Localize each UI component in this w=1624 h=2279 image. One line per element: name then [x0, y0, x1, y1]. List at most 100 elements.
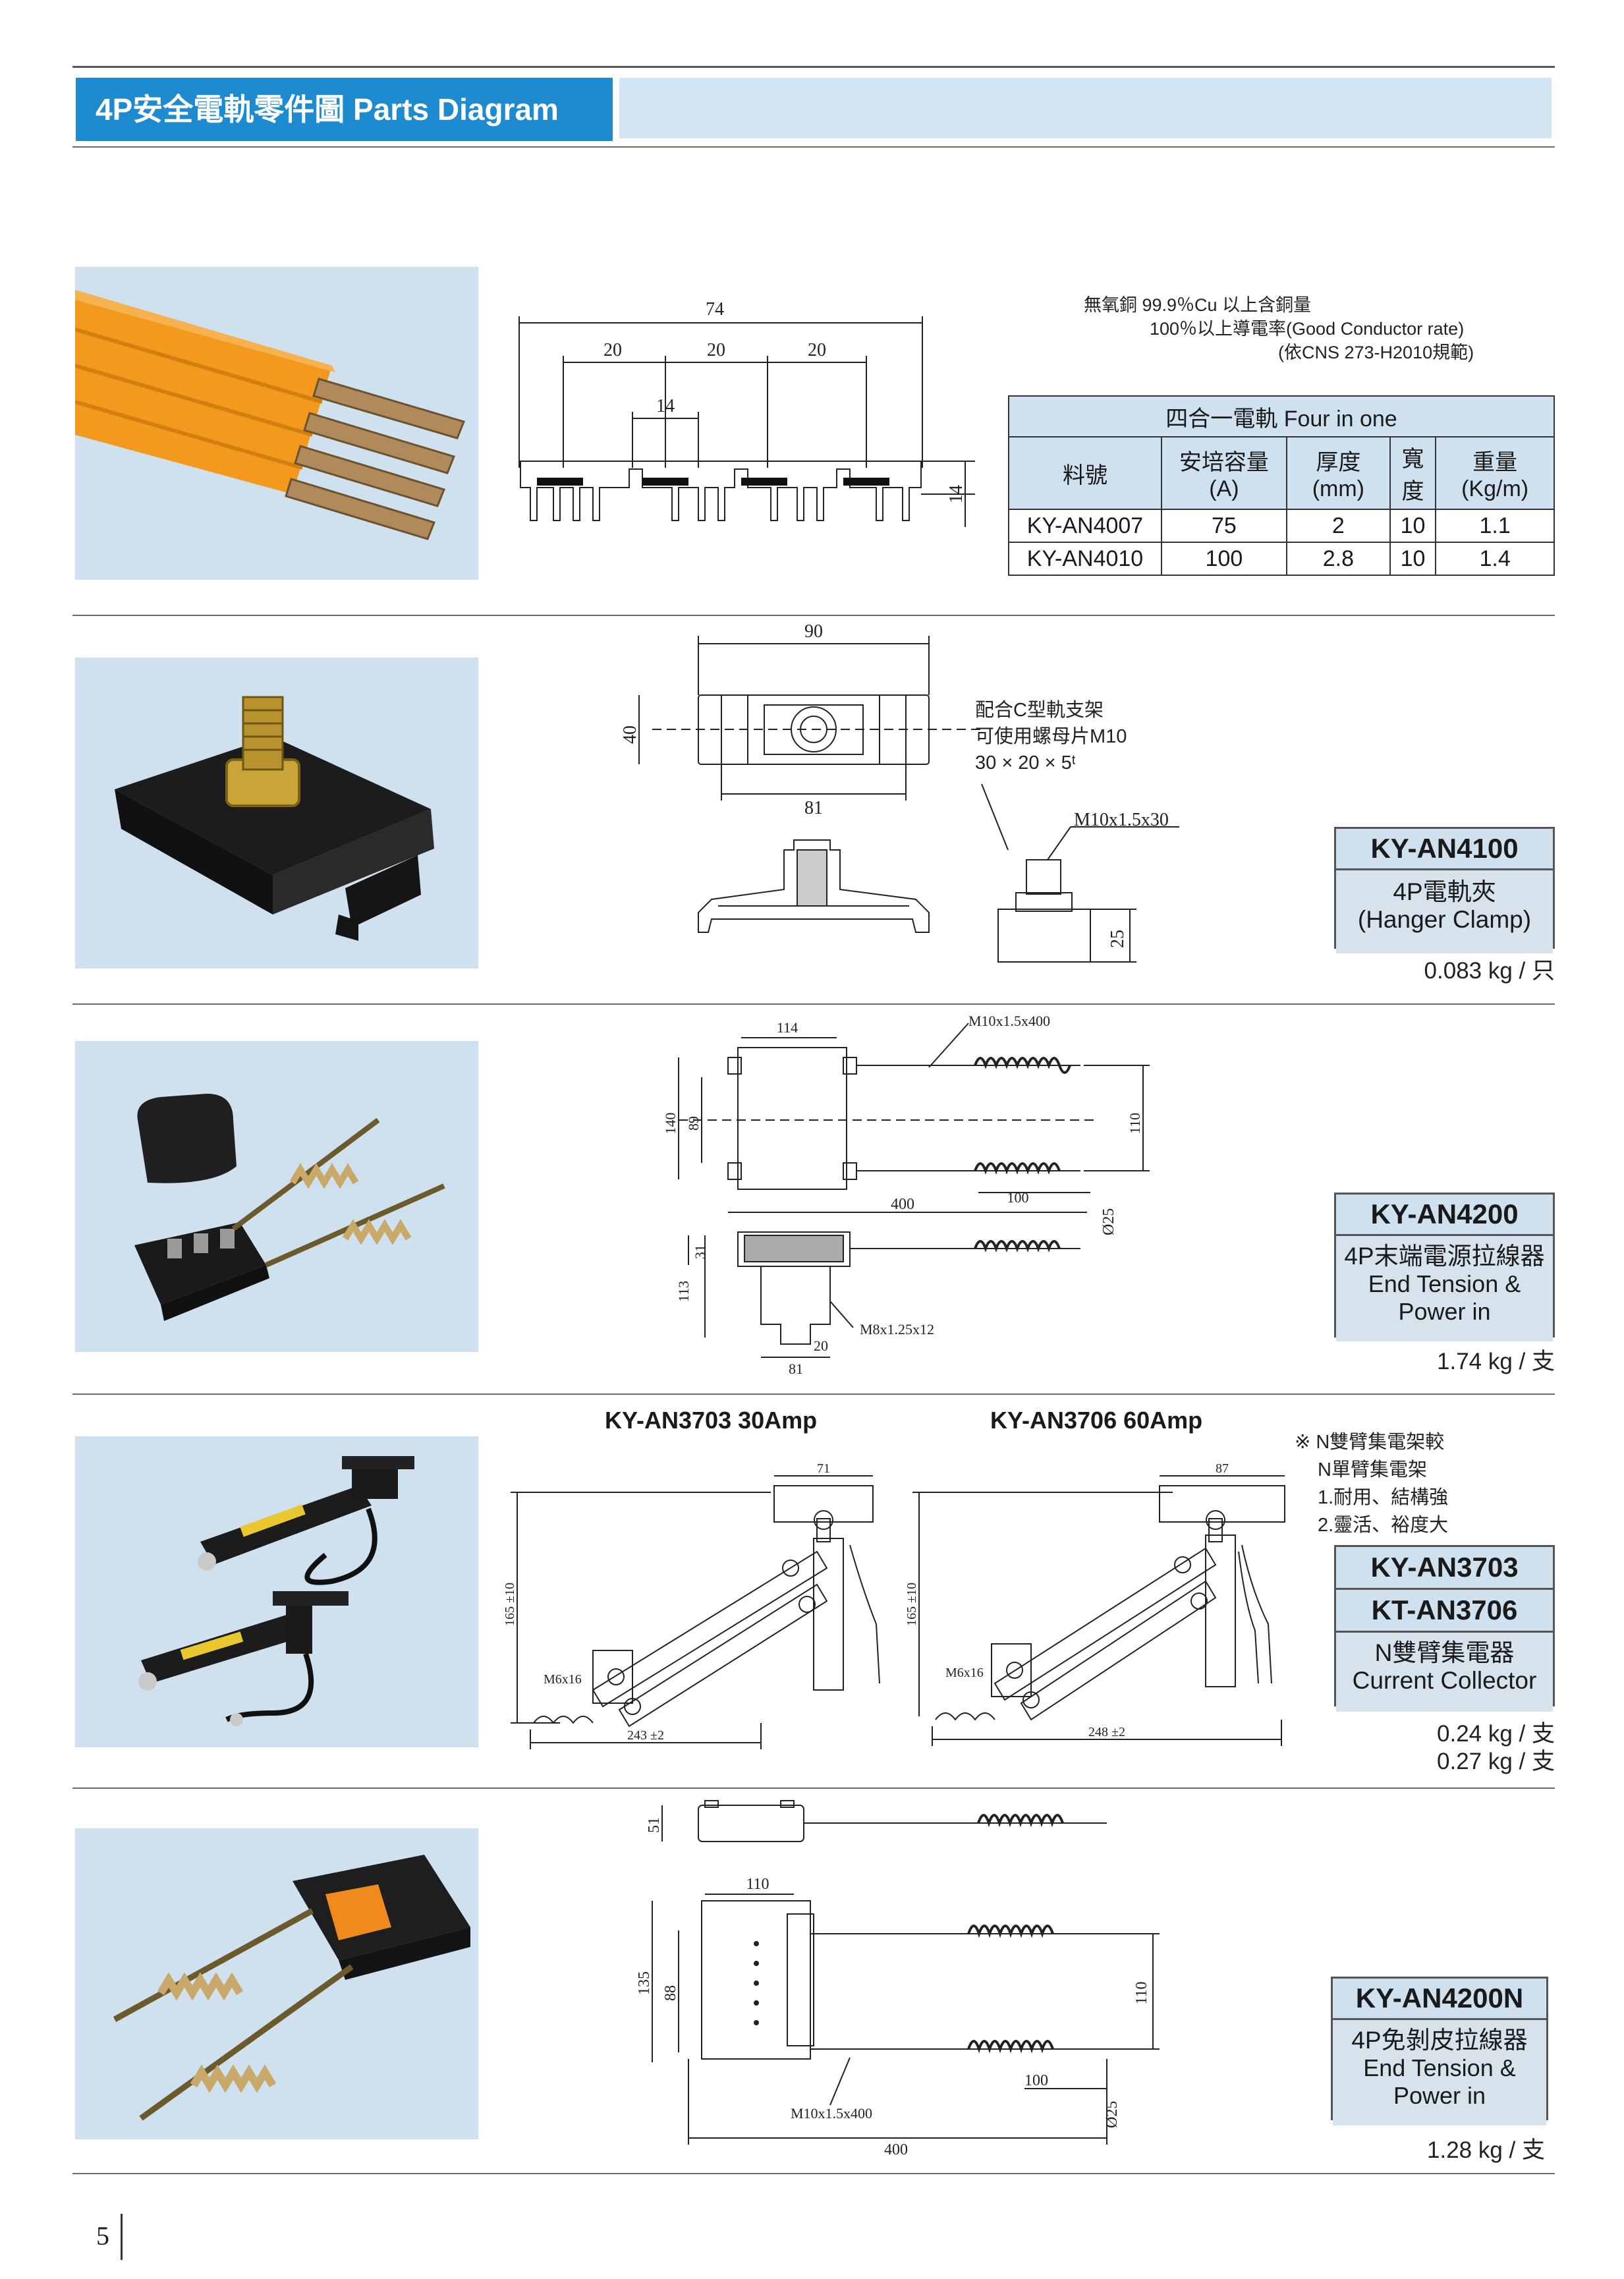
copper-note: 無氧銅 99.9％Cu 以上含銅量 100％以上導電率(Good Conduct…	[1084, 293, 1505, 364]
dim-bolt: M10x1.5x400	[791, 2105, 872, 2122]
dim-114: 114	[777, 1019, 798, 1036]
spec-header-weight: 重量 (Kg/m)	[1435, 436, 1555, 510]
clamp-note-3: 30 × 20 × 5ᵗ	[975, 752, 1077, 774]
copper-note-1: 無氧銅 99.9％Cu 以上含銅量	[1084, 295, 1312, 315]
dim-110: 110	[1127, 1113, 1143, 1134]
spec-table: 四合一電軌 Four in one 料號 安培容量 (A) 厚度 (mm) 寬度…	[1008, 395, 1555, 576]
hanger-clamp-photo	[75, 658, 478, 969]
dim-88: 88	[662, 1985, 679, 2001]
product-box-an4100: KY-AN4100 4P電軌夾 (Hanger Clamp)	[1334, 827, 1555, 953]
dim-m8: M8x1.25x12	[860, 1321, 934, 1337]
page-number: 5	[96, 2221, 109, 2251]
spec-header-amp: 安培容量 (A)	[1161, 436, 1287, 510]
collector-note-2: N單臂集電架	[1318, 1459, 1427, 1480]
model-caption-a: KY-AN3703 30Amp	[605, 1407, 818, 1434]
product-desc-line: Power in	[1398, 1298, 1491, 1325]
spec-header-thickness: 厚度 (mm)	[1285, 436, 1391, 510]
collector-note: ※ N雙臂集電架較 N單臂集電架 1.耐用、結構強 2.靈活、裕度大	[1295, 1428, 1448, 1539]
product-code: KY-AN4200	[1336, 1195, 1553, 1236]
clamp-note-2: 可使用螺母片M10	[975, 726, 1127, 747]
product-desc-line: End Tension &	[1368, 1270, 1521, 1297]
cell-part: KY-AN4010	[1008, 542, 1162, 576]
cell-part: KY-AN4007	[1008, 509, 1162, 543]
product-desc: 4P電軌夾 (Hanger Clamp)	[1336, 870, 1553, 953]
header-under-rule	[72, 146, 1555, 148]
current-collector-photo	[75, 1436, 478, 1747]
collector-note-4: 2.靈活、裕度大	[1318, 1515, 1449, 1536]
bottom-rule	[72, 2173, 1555, 2174]
copper-note-2: 100％以上導電率(Good Conductor rate)	[1150, 319, 1465, 339]
product-code: KY-AN4100	[1336, 829, 1553, 870]
cell-thickness: 2.8	[1285, 542, 1391, 576]
product-desc: N雙臂集電器 Current Collector	[1336, 1633, 1553, 1712]
dim-248: 248 ±2	[1088, 1725, 1125, 1739]
dim-20b: 20	[707, 340, 725, 360]
dim-14-height: 14	[946, 485, 966, 503]
end-tension-illustration	[75, 1041, 478, 1352]
end-tension-photo	[75, 1041, 478, 1352]
end-tension-n-photo	[75, 1828, 478, 2139]
cell-width: 10	[1389, 542, 1437, 576]
model-caption-b: KY-AN3706 60Amp	[990, 1407, 1203, 1434]
cell-weight: 1.4	[1435, 542, 1555, 576]
product-desc: 4P末端電源拉線器 End Tension & Power in	[1336, 1236, 1553, 1341]
section-divider-3	[72, 1393, 1555, 1395]
current-collector-illustration	[75, 1436, 478, 1747]
dim-165: 165 ±10	[503, 1583, 517, 1626]
dim-74: 74	[706, 299, 724, 320]
clamp-note-1: 配合C型軌支架	[975, 700, 1104, 721]
page-title: 4P安全電軌零件圖 Parts Diagram	[76, 78, 619, 141]
cell-amp: 100	[1161, 542, 1287, 576]
copper-note-3: (依CNS 273-H2010規範)	[1278, 343, 1474, 362]
hanger-clamp-illustration	[75, 658, 478, 969]
product-desc-line: 4P末端電源拉線器	[1344, 1243, 1545, 1270]
product-weight: 1.74 kg / 支	[1437, 1349, 1555, 1374]
product-desc-line: (Hanger Clamp)	[1357, 906, 1532, 933]
cell-amp: 75	[1161, 509, 1287, 543]
product-weight: 0.27 kg / 支	[1437, 1749, 1555, 1774]
dim-135: 135	[636, 1971, 653, 1995]
product-code: KT-AN3706	[1336, 1590, 1553, 1633]
dim-31: 31	[692, 1245, 708, 1259]
end-tension-drawing: 114 M10x1.5x400 140 89 110 400 100 Ø25 3…	[662, 1013, 1150, 1377]
product-code: KY-AN3703	[1336, 1547, 1553, 1590]
dim-81: 81	[789, 1361, 803, 1377]
spec-header-part: 料號	[1008, 436, 1162, 510]
dim-51: 51	[646, 1817, 663, 1833]
dim-20c: 20	[808, 340, 826, 360]
top-rule	[72, 66, 1555, 68]
product-desc-line: Current Collector	[1352, 1667, 1537, 1694]
dim-100: 100	[1007, 1189, 1029, 1206]
collector-drawing-b: 87 165 ±10 M6x16 248 ±2	[905, 1461, 1285, 1746]
cell-weight: 1.1	[1435, 509, 1555, 543]
dim-m6: M6x16	[945, 1666, 984, 1680]
dim-165: 165 ±10	[905, 1583, 919, 1626]
product-weight: 0.24 kg / 支	[1437, 1721, 1555, 1747]
rail-photo	[75, 267, 478, 580]
dim-243: 243 ±2	[627, 1728, 664, 1743]
dim-14-gap: 14	[656, 396, 675, 416]
spec-table-title: 四合一電軌 Four in one	[1008, 395, 1555, 437]
end-tension-n-illustration	[75, 1828, 478, 2139]
collector-note-1: ※ N雙臂集電架較	[1295, 1432, 1445, 1453]
product-box-an3703: KY-AN3703 KT-AN3706 N雙臂集電器 Current Colle…	[1334, 1545, 1555, 1712]
dim-110-side: 110	[1133, 1981, 1150, 2004]
product-box-an4200n: KY-AN4200N 4P免剝皮拉線器 End Tension & Power …	[1331, 1977, 1548, 2125]
section-divider-4	[72, 1787, 1555, 1789]
dim-400: 400	[891, 1196, 914, 1213]
dim-71: 71	[817, 1461, 830, 1476]
table-row: KY-AN4007 75 2 10 1.1	[1008, 509, 1555, 543]
section-divider-2	[72, 1003, 1555, 1005]
dim-bolt-m10: M10x1.5x30	[1074, 810, 1169, 830]
collector-note-3: 1.耐用、結構強	[1318, 1487, 1449, 1508]
product-weight: 1.28 kg / 支	[1427, 2137, 1545, 2163]
table-row: KY-AN4010 100 2.8 10 1.4	[1008, 542, 1555, 576]
dim-89: 89	[685, 1116, 702, 1131]
product-desc-line: 4P電軌夾	[1393, 878, 1496, 905]
dim-90: 90	[804, 621, 823, 642]
dim-20: 20	[814, 1337, 828, 1354]
product-box-an4200: KY-AN4200 4P末端電源拉線器 End Tension & Power …	[1334, 1193, 1555, 1341]
dim-110-top: 110	[746, 1876, 769, 1893]
spec-header-width: 寬度	[1389, 436, 1437, 510]
dim-20a: 20	[603, 340, 622, 360]
